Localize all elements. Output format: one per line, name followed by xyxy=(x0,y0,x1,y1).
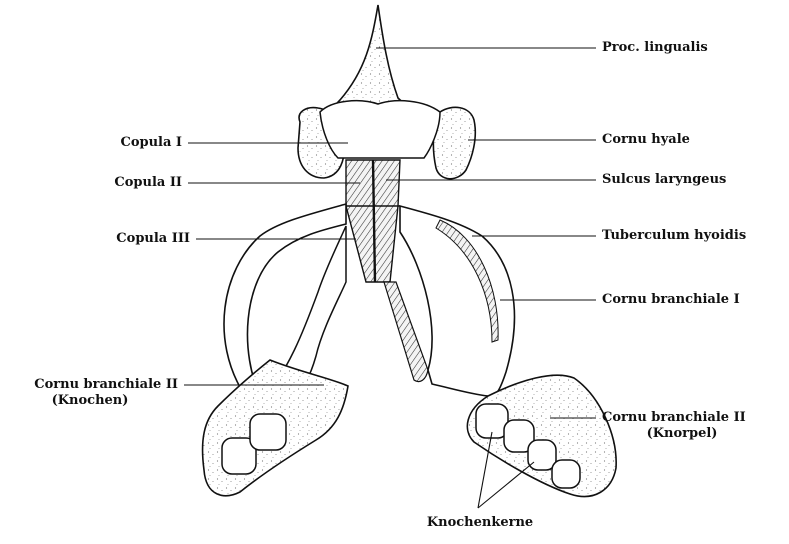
label-copula-2: Copula II xyxy=(40,175,182,191)
knochenkern-right-3 xyxy=(528,440,556,470)
knochenkern-right-4 xyxy=(552,460,580,488)
copula-1-body xyxy=(320,101,440,158)
label-knochen: (Knochen) xyxy=(22,393,158,409)
label-copula-1: Copula I xyxy=(40,135,182,151)
label-cornu-branchiale-2-knorpel: Cornu branchiale II xyxy=(602,410,746,426)
label-sulcus-laryngeus: Sulcus laryngeus xyxy=(602,172,726,188)
label-knorpel: (Knorpel) xyxy=(622,426,742,442)
label-cornu-hyale: Cornu hyale xyxy=(602,132,690,148)
leader-knochenkerne-b xyxy=(478,462,534,508)
knochenkern-left-2 xyxy=(250,414,286,450)
label-proc-lingualis: Proc. lingualis xyxy=(602,40,708,56)
label-cornu-branchiale-2-knochen: Cornu branchiale II xyxy=(2,377,178,393)
label-knochenkerne: Knochenkerne xyxy=(380,515,580,531)
label-cornu-branchiale-1: Cornu branchiale I xyxy=(602,292,740,308)
label-tuberculum-hyoidis: Tuberculum hyoidis xyxy=(602,228,746,244)
label-copula-3: Copula III xyxy=(40,231,190,247)
median-hatched-shaft xyxy=(384,282,428,382)
